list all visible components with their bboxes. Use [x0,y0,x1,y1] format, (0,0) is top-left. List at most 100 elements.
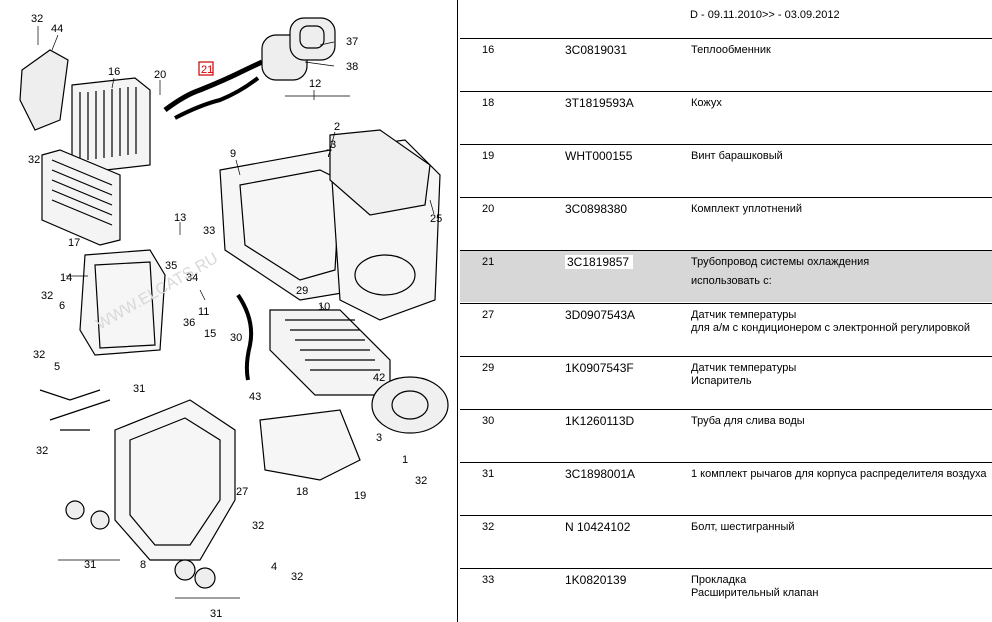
callout-13: 13 [174,212,186,224]
description-cell: Трубопровод системы охлаждения использов… [691,256,991,288]
part-number-cell: 1K0820139 [565,573,627,587]
callout-32-bottom: 32 [291,571,303,583]
callout-16: 16 [108,66,120,78]
callout-32: 32 [31,13,43,25]
table-row-selected[interactable]: 21 3C1819857 Трубопровод системы охлажде… [460,250,992,302]
callout-12: 12 [309,78,321,90]
position-cell: 16 [482,44,495,56]
part-number-cell: 3C0898380 [565,202,628,216]
description-cell: Датчик температуры Испаритель [691,362,991,388]
description-line: Кожух [691,97,722,109]
description-line: Испаритель [691,375,752,387]
part-number-cell: 3D0907543A [565,308,636,322]
part-number-cell: 1K0907543F [565,361,634,375]
description-cell: Труба для слива воды [691,415,991,428]
part-number-cell: 3C1898001A [565,467,636,481]
description-cell: Теплообменник [691,44,991,57]
part-number-cell: 3C1819857 [565,255,634,269]
callout-32-left2: 32 [33,349,45,361]
callout-18: 18 [296,486,308,498]
callout-10: 10 [318,301,330,313]
description-line: Датчик температуры [691,309,797,321]
callout-32-left: 32 [41,290,53,302]
callout-17: 17 [68,237,80,249]
description-line: Труба для слива воды [691,415,805,427]
position-cell: 21 [482,256,495,268]
table-row[interactable]: 32 N 10424102 Болт, шестигранный [460,515,992,567]
callout-2: 2 [334,121,340,133]
position-cell: 18 [482,97,495,109]
callout-32-center: 32 [252,520,264,532]
callout-33: 33 [203,225,215,237]
callout-29: 29 [296,285,308,297]
part-number-cell: 3C0819031 [565,43,628,57]
parts-diagram-panel: 32 44 16 20 37 38 12 2 9 7 3 25 17 13 33… [0,0,458,622]
callout-31-left: 31 [84,559,96,571]
callout-34: 34 [186,272,198,284]
part-number-highlight: 3C1819857 [565,255,634,269]
callout-1: 1 [402,454,408,466]
table-row[interactable]: 20 3C0898380 Комплект уплотнений [460,197,992,249]
callout-15: 15 [204,328,216,340]
callout-14: 14 [60,272,72,284]
table-row[interactable]: 19 WHT000155 Винт барашковый [460,144,992,196]
callout-32-mid: 32 [28,154,40,166]
position-cell: 29 [482,362,495,374]
callout-25: 25 [430,213,442,225]
callout-19: 19 [354,490,366,502]
callout-8: 8 [140,559,146,571]
description-cell: Комплект уплотнений [691,203,991,216]
part-number-cell: 3T1819593A [565,96,634,110]
callout-3b: 3 [376,432,382,444]
callout-30: 30 [230,332,242,344]
callout-4: 4 [271,561,277,573]
table-row[interactable]: 18 3T1819593A Кожух [460,91,992,143]
description-cell: 1 комплект рычагов для корпуса распредел… [691,468,991,481]
callout-38: 38 [346,61,358,73]
description-line: 1 комплект рычагов для корпуса распредел… [691,468,987,480]
leader-lines [37,26,435,599]
callout-35: 35 [165,260,177,272]
callout-42: 42 [373,372,385,384]
callout-32-lower: 32 [36,445,48,457]
description-line: Датчик температуры [691,362,797,374]
callout-36: 36 [183,317,195,329]
description-cell: Кожух [691,97,991,110]
table-row[interactable]: 29 1K0907543F Датчик температуры Испарит… [460,356,992,408]
description-line: Болт, шестигранный [691,521,795,533]
callout-11: 11 [198,306,209,318]
description-cell: Датчик температуры для а/м с кондиционер… [691,309,991,335]
description-line: для а/м с кондиционером с электронной ре… [691,322,970,334]
parts-table: D - 09.11.2010>> - 03.09.2012 16 3C08190… [460,0,992,622]
callout-labels: 32 44 16 20 37 38 12 2 9 7 3 25 17 13 33… [28,13,442,620]
position-cell: 31 [482,468,495,480]
callout-31-bottom: 31 [210,608,222,620]
callout-37: 37 [346,36,358,48]
description-line: Комплект уплотнений [691,203,803,215]
table-header: D - 09.11.2010>> - 03.09.2012 [460,0,992,38]
callout-3: 3 [330,139,336,151]
callout-27: 27 [236,486,248,498]
part-number-cell: WHT000155 [565,149,633,163]
table-row[interactable]: 27 3D0907543A Датчик температуры для а/м… [460,303,992,355]
callout-44: 44 [51,23,63,35]
position-cell: 19 [482,150,495,162]
callout-43: 43 [249,391,261,403]
description-cell: Прокладка Расширительный клапан [691,574,991,600]
description-cell: Болт, шестигранный [691,521,991,534]
position-cell: 32 [482,521,495,533]
description-line: Винт барашковый [691,150,783,162]
callout-21-highlighted[interactable]: 21 [201,64,213,76]
callout-9: 9 [230,148,236,160]
position-cell: 33 [482,574,495,586]
description-line: Расширительный клапан [691,587,819,599]
part-number-cell: 1K1260113D [565,414,635,428]
table-row[interactable]: 30 1K1260113D Труба для слива воды [460,409,992,461]
table-row[interactable]: 31 3C1898001A 1 комплект рычагов для кор… [460,462,992,514]
description-line: Прокладка [691,574,747,586]
callout-20: 20 [154,69,166,81]
table-row[interactable]: 16 3C0819031 Теплообменник [460,38,992,90]
callout-6: 6 [59,300,65,312]
table-row[interactable]: 33 1K0820139 Прокладка Расширительный кл… [460,568,992,622]
description-line: использовать с: [691,275,772,287]
